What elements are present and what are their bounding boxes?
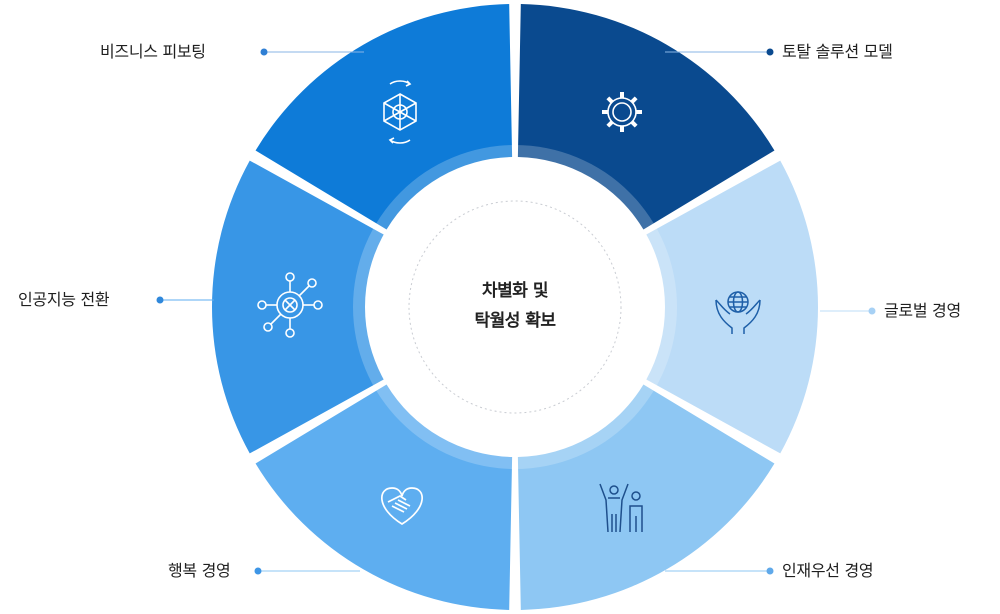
segment-talent-first-management — [517, 384, 775, 610]
network-hub-icon — [257, 272, 323, 338]
center-disc — [397, 189, 633, 425]
center-title-line2: 탁월성 확보 — [474, 311, 556, 331]
label-total-solution-model: 토탈 솔루션 모델 — [782, 42, 893, 61]
connectors — [156, 48, 876, 575]
connector-dot-happiness-management — [254, 567, 262, 575]
people-icon — [599, 483, 643, 533]
segment-happiness-management — [255, 384, 513, 610]
gear-icon — [602, 92, 642, 132]
connector-dot-total-solution-model — [766, 48, 774, 56]
globe-hands-icon — [715, 291, 761, 334]
center-title: 차별화 및 탁월성 확보 — [415, 276, 615, 336]
center-dotted-ring — [408, 200, 622, 414]
cycle-cube-icon — [383, 80, 417, 144]
segment-total-solution-model — [517, 4, 775, 230]
connector-dot-ai-transformation — [156, 296, 164, 304]
gear-tooth — [630, 120, 638, 128]
connector-dot-business-pivoting — [260, 48, 268, 56]
center-title-line1: 차별화 및 — [482, 281, 548, 301]
label-business-pivoting: 비즈니스 피보팅 — [100, 42, 206, 61]
gear-tooth — [606, 120, 614, 128]
label-global-management: 글로벌 경영 — [884, 301, 961, 320]
heart-handshake-icon — [381, 487, 423, 525]
label-talent-first-management: 인재우선 경영 — [782, 561, 874, 580]
label-ai-transformation: 인공지능 전환 — [18, 290, 110, 309]
connector-dot-global-management — [868, 307, 876, 315]
segment-ai-transformation — [212, 160, 384, 454]
label-happiness-management: 행복 경영 — [168, 561, 231, 580]
connector-dot-talent-first-management — [766, 567, 774, 575]
gear-tooth — [630, 96, 638, 104]
gear-tooth — [606, 96, 614, 104]
